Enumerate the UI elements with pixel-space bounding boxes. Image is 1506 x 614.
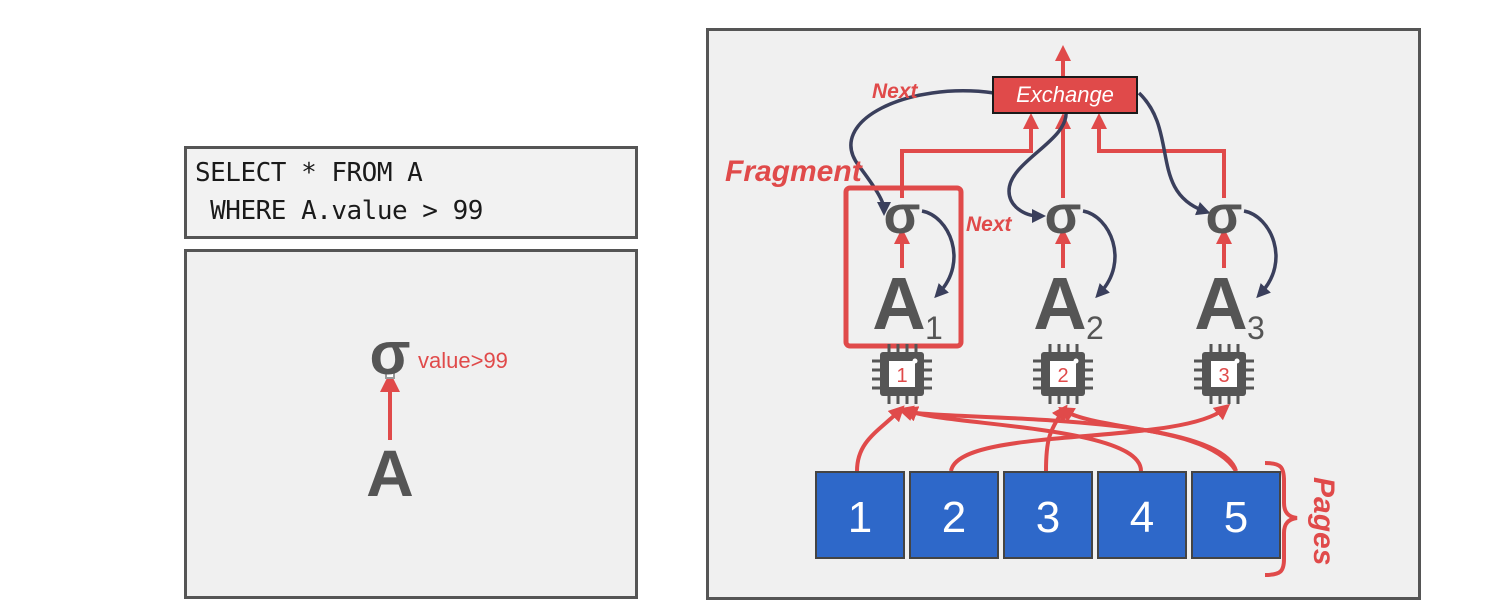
next-exchange-to-sigma1 [849, 89, 995, 216]
fragment-1-subscript: 1 [925, 310, 943, 346]
table-a-label: A [366, 436, 414, 510]
page-5 [1191, 471, 1281, 559]
fragment-1: σ A 1 1 [870, 185, 943, 406]
page4-to-cpu1 [901, 406, 1143, 472]
fragment-3-table: A [1194, 262, 1247, 345]
data-flow-lines [855, 45, 1238, 473]
parallel-plan-box: Exchange Next Next Fragment σ A 1 1 σ A … [706, 28, 1421, 600]
flow-line-3 [1091, 113, 1226, 198]
fragment-3: σ A 3 3 [1192, 185, 1265, 406]
page1-to-cpu1 [855, 405, 905, 472]
next-sigma1-to-a1 [921, 209, 956, 299]
simple-plan-box: σ value>99 A [184, 249, 638, 599]
select-symbol: σ [369, 320, 410, 387]
page-5-label: 5 [1224, 493, 1248, 542]
exchange-operator-box [992, 76, 1138, 114]
next-exchange-to-sigma3 [1137, 91, 1211, 216]
cpu-3-label: 3 [1218, 365, 1229, 387]
page-2-label: 2 [942, 493, 966, 542]
select-anchor [385, 369, 395, 379]
fragment-2: σ A 2 2 [1031, 185, 1104, 406]
fragment-2-select: σ [1045, 185, 1082, 245]
fragment-2-table: A [1033, 262, 1086, 345]
pages-brace [1264, 461, 1298, 577]
page-1 [815, 471, 905, 559]
next-exchange-to-sigma2 [1007, 110, 1068, 223]
fragment-3-select: σ [1206, 185, 1243, 245]
pages-label: Pages [1307, 477, 1340, 565]
sql-line-1: SELECT * FROM A [195, 158, 423, 188]
next-sigma3-to-a3 [1243, 209, 1278, 299]
parallel-plan-diagram: Exchange Next Next Fragment σ A 1 1 σ A … [725, 45, 1340, 577]
cpu-1-label: 1 [896, 365, 907, 387]
sql-query-box: SELECT * FROM A WHERE A.value > 99 [184, 146, 638, 239]
pages-row: 1 2 3 4 5 [815, 471, 1281, 559]
flow-line-1 [900, 113, 1039, 198]
next-label-mid: Next [966, 213, 1013, 236]
next-label-top: Next [872, 80, 919, 103]
sql-line-2: WHERE A.value > 99 [195, 196, 483, 226]
page-4-label: 4 [1130, 493, 1154, 542]
simple-plan-diagram: σ value>99 A [366, 320, 508, 510]
fragment-1-select: σ [884, 185, 921, 245]
fragment-1-table: A [872, 262, 925, 345]
fragment-2-subscript: 2 [1086, 310, 1104, 346]
page-3-label: 3 [1036, 493, 1060, 542]
page5-to-cpu2 [1058, 406, 1238, 473]
page-1-label: 1 [848, 493, 872, 542]
page-2 [909, 471, 999, 559]
fragment-highlight-box [843, 185, 964, 349]
next-call-arrows [849, 89, 1278, 299]
exchange-label: Exchange [1016, 82, 1114, 107]
fragment-3-subscript: 3 [1247, 310, 1265, 346]
fragment-label: Fragment [725, 155, 864, 188]
select-predicate: value>99 [418, 348, 508, 373]
cpu-2-label: 2 [1057, 365, 1068, 387]
page-3 [1003, 471, 1093, 559]
page-4 [1097, 471, 1187, 559]
next-sigma2-to-a2 [1082, 209, 1117, 299]
